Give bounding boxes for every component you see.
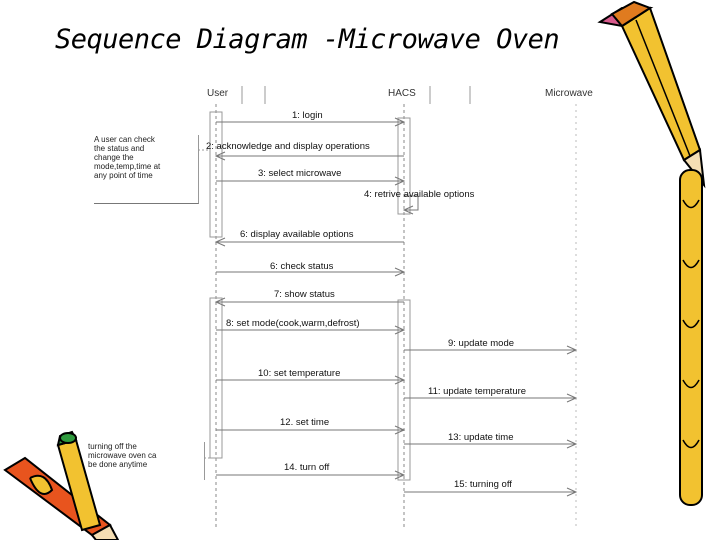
crayon-icon <box>679 169 703 506</box>
pencil-icon <box>597 0 706 189</box>
pencils-icon <box>3 430 120 540</box>
arrowhead <box>394 425 406 435</box>
arrowhead <box>566 439 578 449</box>
activation-bar-hacs <box>397 299 411 481</box>
arrowhead <box>394 176 406 186</box>
arrowhead <box>214 237 226 247</box>
message-label: 9: update mode <box>448 338 515 349</box>
message-label: 3: select microwave <box>258 168 342 179</box>
diagram-title: Sequence Diagram -Microwave Oven <box>55 24 560 55</box>
arrowhead <box>214 151 226 161</box>
message-label: 6: display available options <box>240 229 354 240</box>
lifeline-label-microwave: Microwave <box>545 88 593 99</box>
message-label: 2: acknowledge and display operations <box>206 141 370 152</box>
message-label: 11: update temperature <box>428 386 527 397</box>
message-label: 8: set mode(cook,warm,defrost) <box>226 318 360 329</box>
message-label: 6: check status <box>270 261 334 272</box>
message-label: 7: show status <box>274 289 335 300</box>
arrowhead <box>566 393 578 403</box>
message-label: 15: turning off <box>454 479 512 490</box>
self-message-arrow <box>404 195 419 211</box>
message-label: 10: set temperature <box>258 368 341 379</box>
message-label: 12. set time <box>280 417 330 428</box>
activation-bar-user <box>209 111 223 238</box>
arrowhead <box>394 117 406 127</box>
lifeline-label-user: User <box>207 88 229 99</box>
note-turn-off: turning off the microwave oven ca be don… <box>88 442 205 480</box>
arrowhead <box>566 487 578 497</box>
arrowhead <box>214 297 226 307</box>
message-label: 14. turn off <box>284 462 330 473</box>
activation-bar-user <box>209 297 223 459</box>
arrowhead <box>402 205 414 215</box>
arrowhead <box>394 267 406 277</box>
lifeline-label-hacs: HACS <box>388 88 416 99</box>
activation-bar-hacs <box>397 117 411 215</box>
message-label: 13: update time <box>448 432 514 443</box>
arrowhead <box>394 325 406 335</box>
arrowhead <box>566 345 578 355</box>
arrowhead <box>394 470 406 480</box>
message-label: 4: retrive available options <box>364 189 475 200</box>
message-label: 1: login <box>292 110 323 121</box>
arrowhead <box>394 375 406 385</box>
note-user-anytime: A user can check the status and change t… <box>94 135 199 204</box>
